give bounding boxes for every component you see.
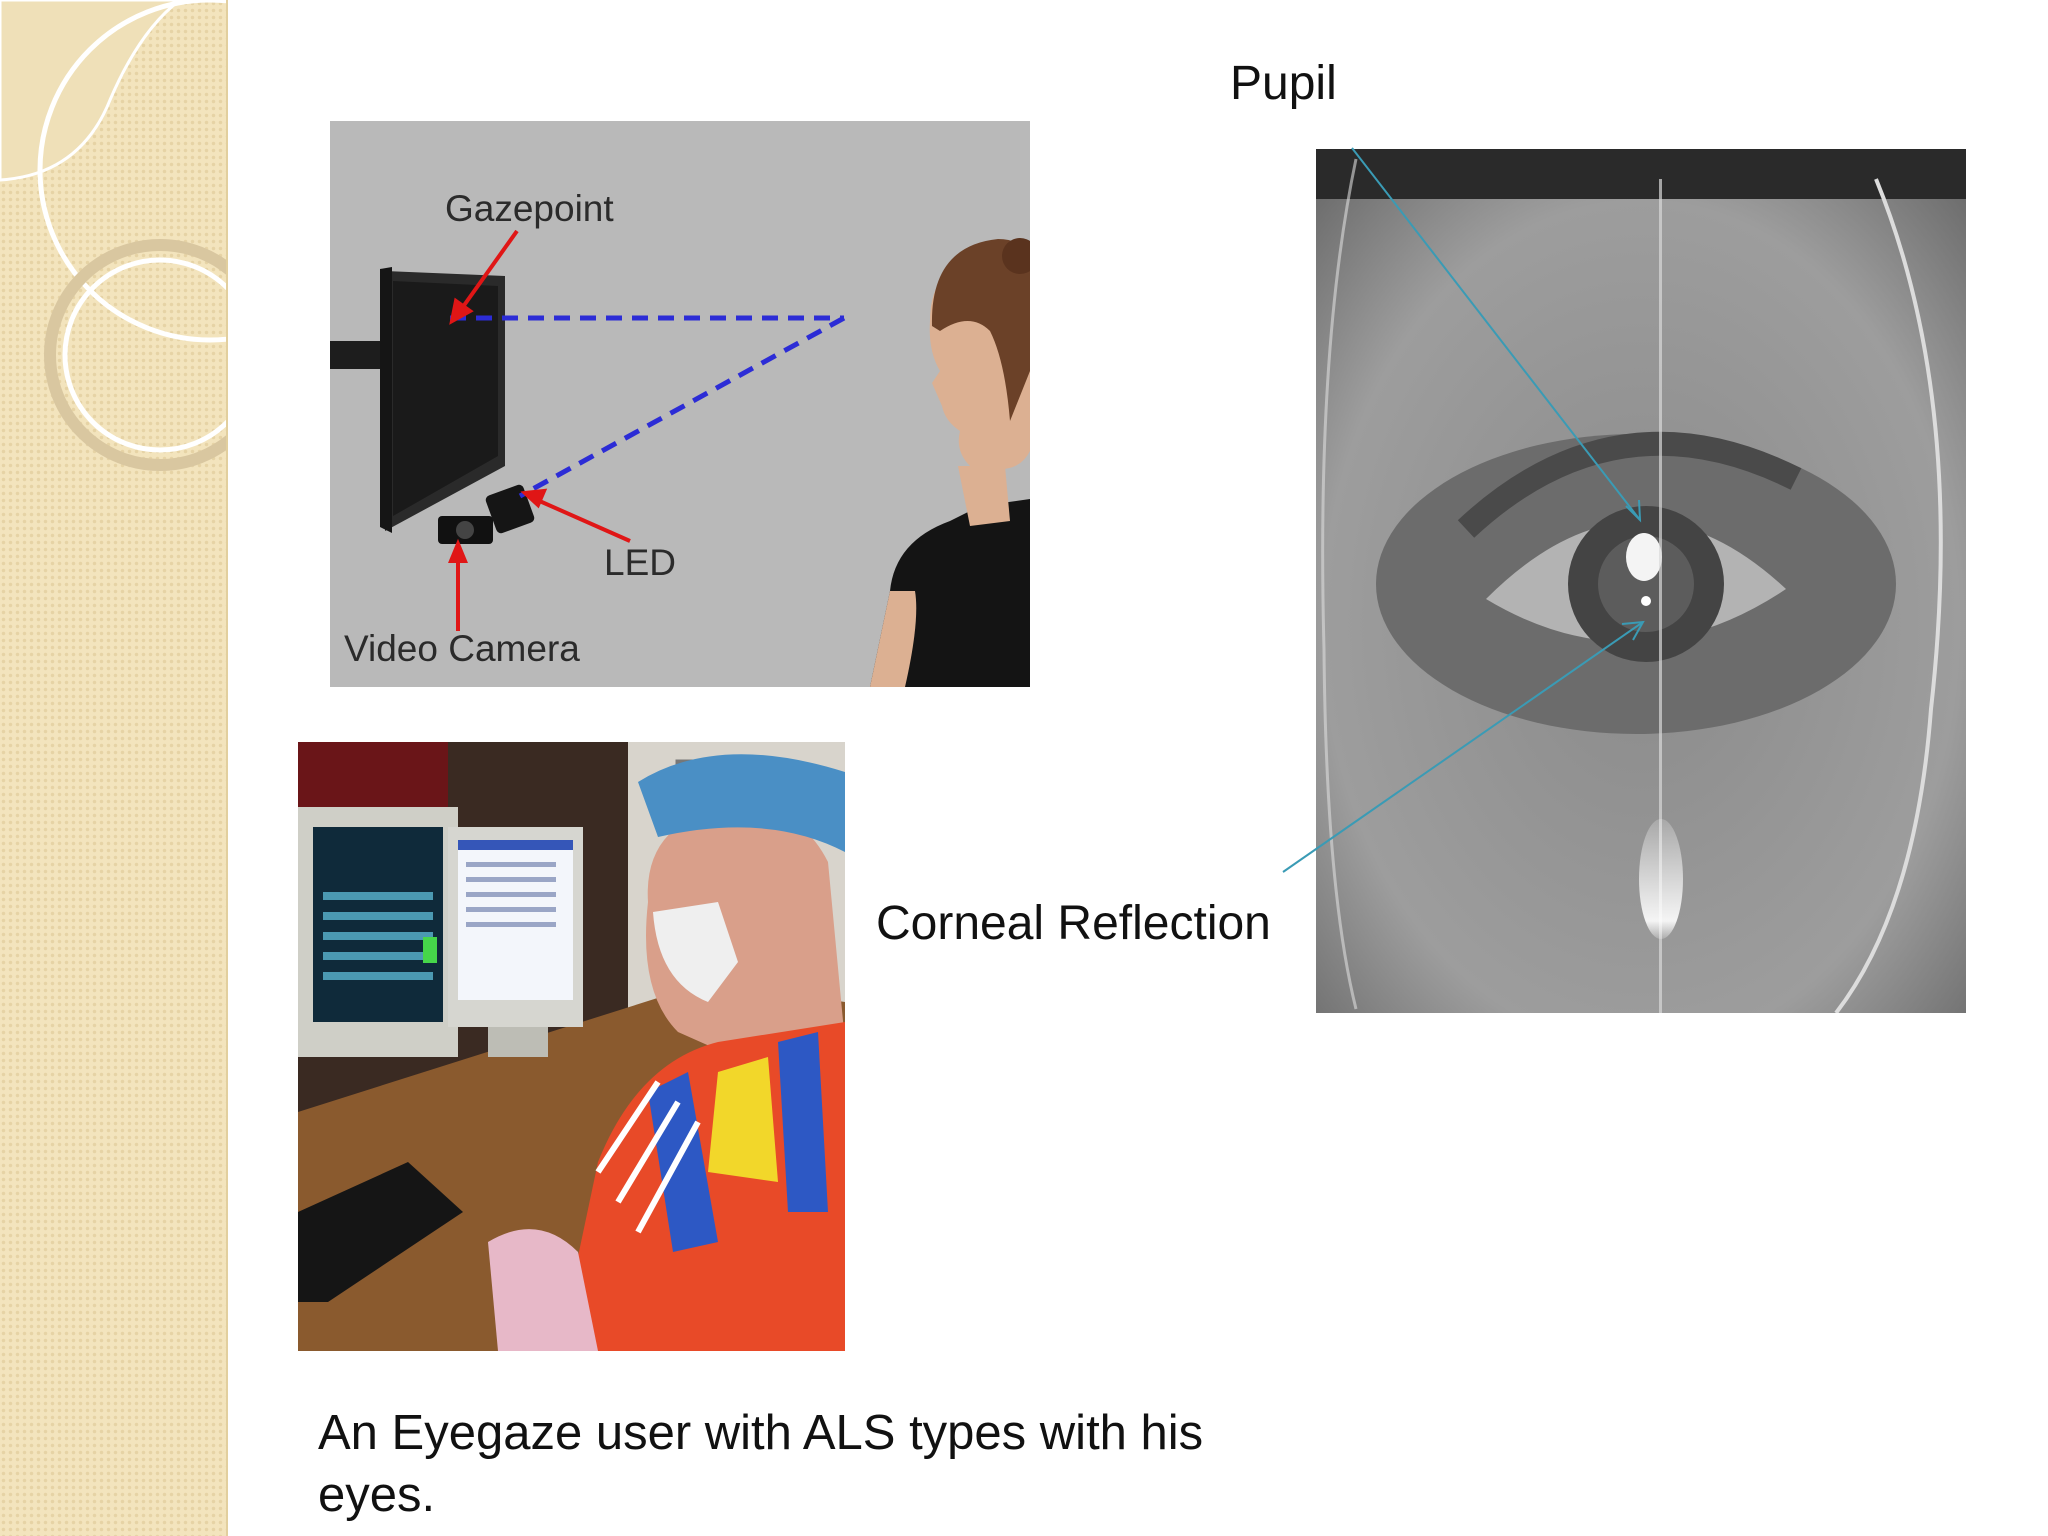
- decorative-leaf: [0, 0, 183, 182]
- eye-closeup-photo: [1316, 149, 1966, 1013]
- glasses-frame-edge: [1834, 178, 1943, 1013]
- pupil: [1598, 536, 1694, 632]
- keyboard: [298, 1162, 463, 1302]
- illumination-line: [518, 315, 846, 499]
- light-glare: [1639, 819, 1683, 939]
- vertical-light-streak: [1659, 179, 1662, 1013]
- decorative-ring-inner: [62, 257, 226, 453]
- hair-shadow: [1316, 149, 1966, 199]
- person-silhouette: [870, 238, 1030, 687]
- decorative-ring-outer: [44, 239, 226, 471]
- monitor-mount-arm: [330, 341, 385, 369]
- red-callout-arrows: [448, 229, 631, 631]
- decorative-side-band: [0, 0, 228, 1536]
- corneal-reflection-glint: [1641, 596, 1651, 606]
- led-label: LED: [604, 542, 676, 583]
- monitor: [380, 267, 505, 533]
- eyegaze-user-photo: [298, 742, 845, 1351]
- gazepoint-label: Gazepoint: [445, 188, 614, 229]
- decorative-rings: [0, 0, 226, 471]
- man-in-striped-shirt: [488, 754, 845, 1351]
- video-camera-label: Video Camera: [344, 628, 580, 669]
- right-monitor: [448, 827, 583, 1057]
- decorative-ring-large: [37, 0, 226, 343]
- eye-tracker-setup-diagram: Gazepoint LED Video Camera: [330, 121, 1030, 687]
- corneal-reflection-label: Corneal Reflection: [876, 897, 1271, 950]
- bright-pupil: [1626, 533, 1662, 581]
- photo-caption: An Eyegaze user with ALS types with his …: [318, 1406, 1204, 1522]
- left-monitor: [298, 807, 458, 1057]
- pupil-label: Pupil: [1230, 57, 1337, 110]
